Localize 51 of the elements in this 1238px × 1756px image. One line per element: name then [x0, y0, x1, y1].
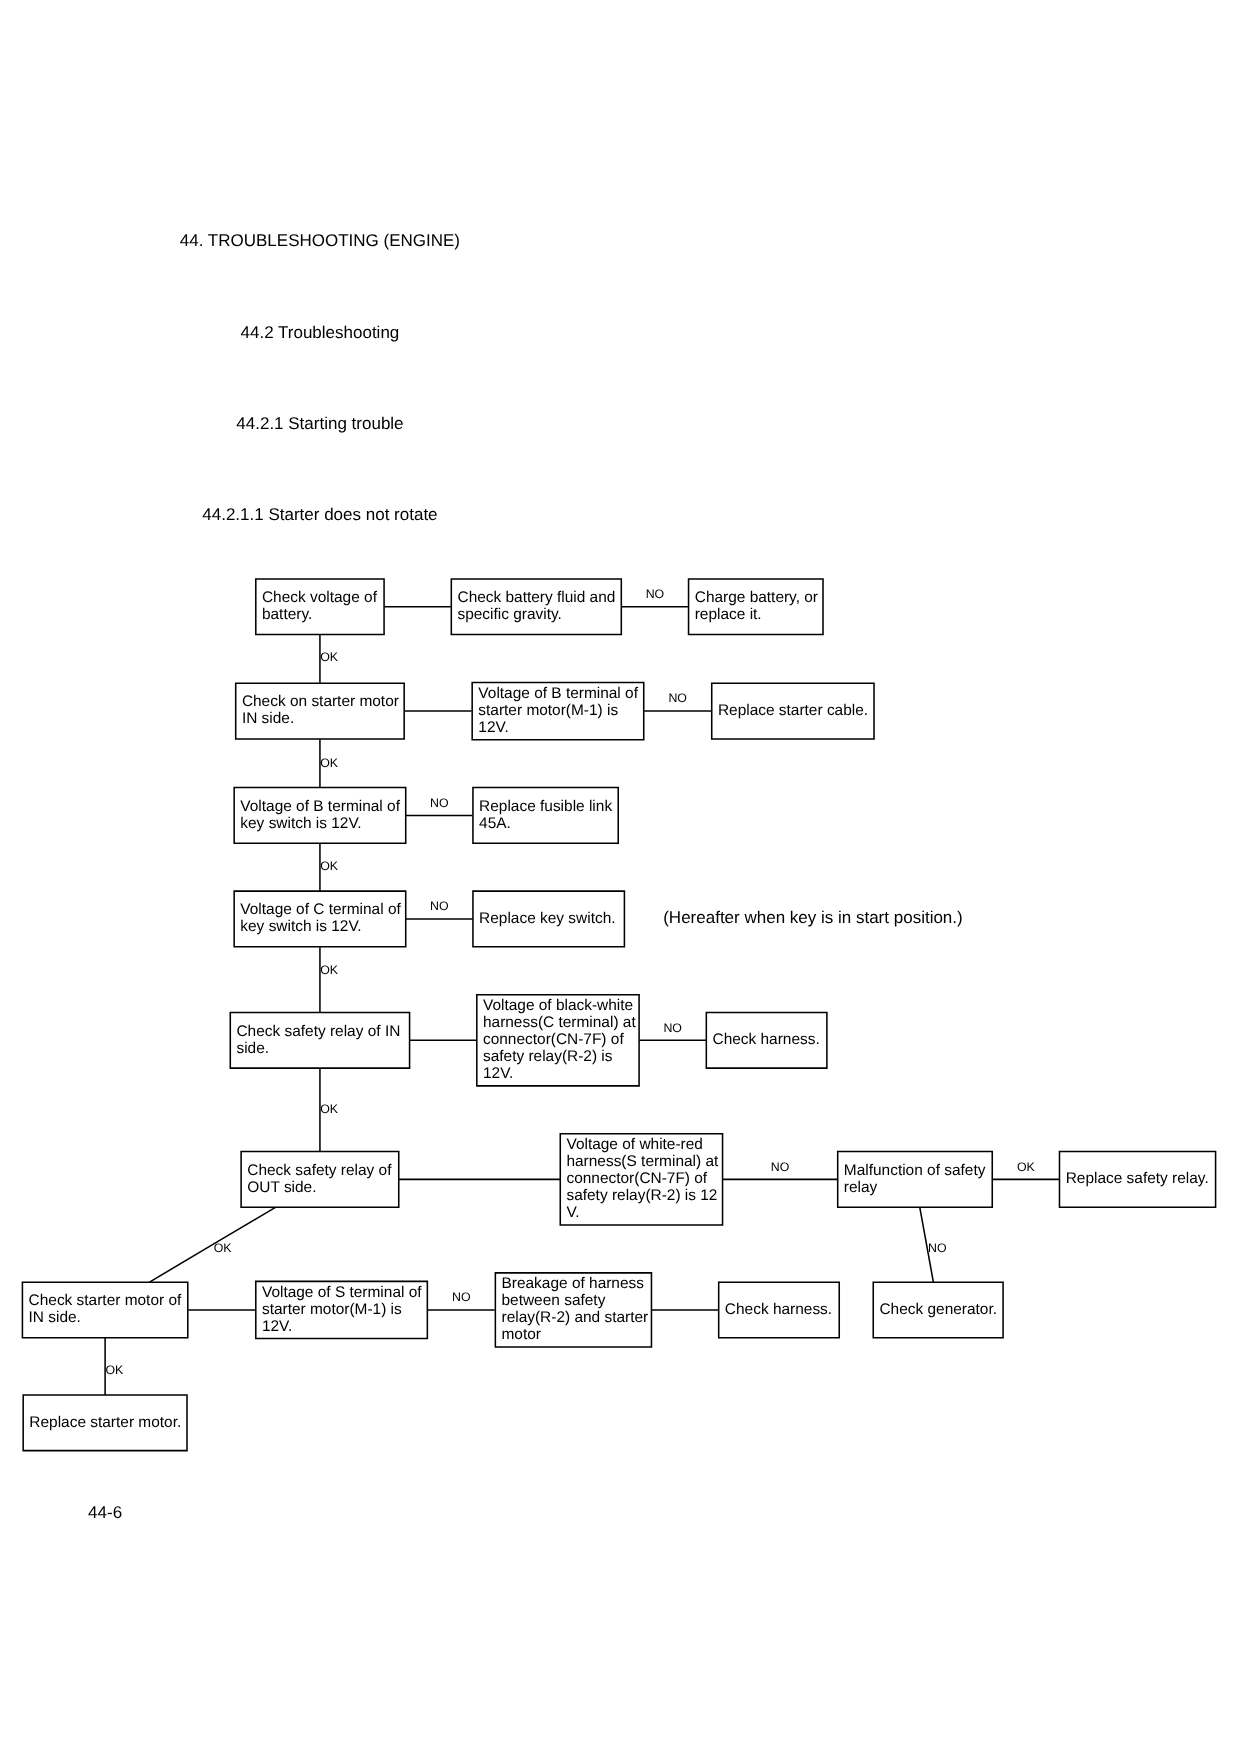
label: 44. TROUBLESHOOTING (ENGINE) — [179, 230, 461, 251]
connector — [721, 1178, 838, 1181]
node-box: Replace fusible link 45A. — [472, 786, 619, 844]
node-box: Check generator. — [872, 1281, 1004, 1339]
connector — [187, 1309, 257, 1311]
node-box: Voltage of C terminal of key switch is 12V. — [233, 890, 407, 948]
connector — [104, 1337, 106, 1396]
connector — [405, 918, 474, 920]
node-box: Voltage of S terminal of starter motor(M-1) is 12V. — [255, 1280, 429, 1340]
node-box: Voltage of white-red harness(S terminal) at connector(CN-7F) of safety relay(R-2) is 12 V. — [559, 1133, 724, 1226]
connector — [148, 1206, 277, 1283]
node-box: Voltage of B terminal of starter motor(M-1) is 12V. — [471, 681, 645, 741]
node-box: Check voltage of battery. — [255, 578, 385, 636]
node-box: Check starter motor of IN side. — [21, 1281, 189, 1339]
node-box: Malfunction of safety relay — [836, 1150, 994, 1208]
connector — [621, 605, 690, 608]
node-box: Check harness. — [705, 1011, 828, 1069]
node-box: Voltage of black-white harness(C terminal) at connector(CN-7F) of safety relay(R-2) is 12V. — [476, 993, 640, 1087]
node-box: Check harness. — [717, 1281, 840, 1339]
node-box: Voltage of B terminal of key switch is 12V. — [233, 786, 407, 844]
node-box: Check safety relay of OUT side. — [240, 1150, 400, 1208]
connector — [383, 605, 452, 608]
node-box: Check safety relay of IN side. — [229, 1011, 411, 1069]
label: 44-6 — [88, 1502, 123, 1523]
connector — [427, 1309, 496, 1311]
connector — [919, 1206, 935, 1283]
connector — [408, 1039, 478, 1042]
node-box: Replace key switch. — [472, 890, 626, 948]
connector — [319, 1067, 321, 1153]
connector — [398, 1178, 561, 1181]
node-box: Replace starter motor. — [22, 1394, 188, 1452]
node-box: Replace starter cable. — [710, 682, 875, 740]
node-box: Breakage of harness between safety relay(R-2) and starter motor — [494, 1272, 653, 1348]
label: 44.2.1 Starting trouble — [236, 412, 404, 433]
connector — [403, 710, 473, 712]
connector — [319, 738, 321, 788]
connector — [319, 842, 321, 892]
node-box: Check on starter motor IN side. — [234, 682, 405, 740]
label: 44.2.1.1 Starter does not rotate — [202, 503, 438, 524]
node-box: Check battery fluid and specific gravity. — [450, 578, 623, 636]
connector — [638, 1039, 707, 1042]
connector — [650, 1309, 720, 1311]
connector — [319, 946, 321, 1014]
node-box: Charge battery, or replace it. — [687, 578, 824, 636]
label: (Hereafter when key is in start position.) — [663, 907, 963, 928]
connector — [643, 710, 713, 712]
connector — [405, 814, 474, 817]
node-box: Replace safety relay. — [1058, 1150, 1217, 1208]
label: 44.2 Troubleshooting — [240, 321, 400, 342]
connector — [319, 634, 321, 684]
connector — [992, 1178, 1061, 1181]
